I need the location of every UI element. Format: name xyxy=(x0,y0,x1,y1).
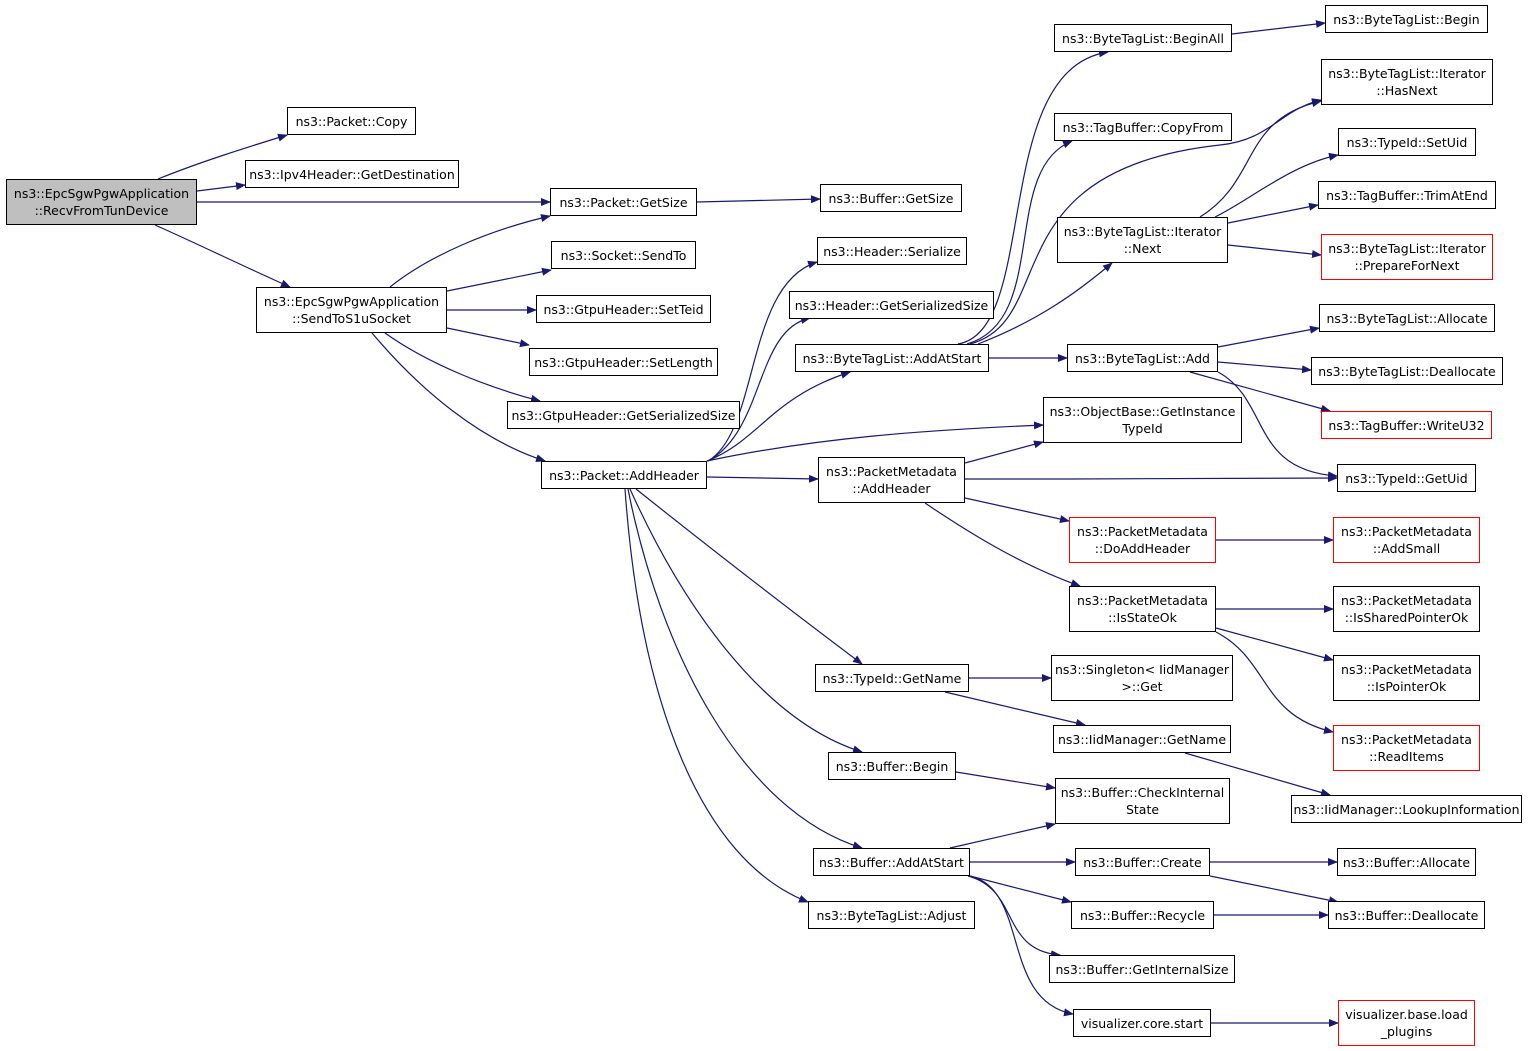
edge-btladdatstart-to-beginall xyxy=(957,49,1109,345)
node-bytetaglist-add[interactable]: ns3::ByteTagList::Add xyxy=(1067,344,1218,372)
node-typeid-getuid[interactable]: ns3::TypeId::GetUid xyxy=(1337,464,1476,492)
edge-addheader-to-tidgetname xyxy=(635,488,863,665)
node-bytetaglist-allocate[interactable]: ns3::ByteTagList::Allocate xyxy=(1319,304,1495,332)
node-buffer-getinternalsize[interactable]: ns3::Buffer::GetInternalSize xyxy=(1049,955,1235,983)
edge-pmaddheader-to-stateok xyxy=(924,502,1081,587)
edge-baddatstart-to-viscore xyxy=(969,875,1074,1017)
node-bytetaglist-deallocate[interactable]: ns3::ByteTagList::Deallocate xyxy=(1311,357,1503,385)
node-objectbase-getinstancetypeid[interactable]: ns3::ObjectBase::GetInstance TypeId xyxy=(1043,397,1242,443)
node-buffer-deallocate[interactable]: ns3::Buffer::Deallocate xyxy=(1328,901,1485,929)
node-gtpuheader-setteid[interactable]: ns3::GtpuHeader::SetTeid xyxy=(536,295,711,323)
node-typeid-getname[interactable]: ns3::TypeId::GetName xyxy=(815,664,969,692)
node-send-to-s1u-socket[interactable]: ns3::EpcSgwPgwApplication ::SendToS1uSoc… xyxy=(256,287,447,333)
edge-stateok-to-pointerok xyxy=(1215,627,1334,662)
node-packetmetadata-issharedpointerok[interactable]: ns3::PacketMetadata ::IsSharedPointerOk xyxy=(1333,586,1480,632)
node-socket-sendto[interactable]: ns3::Socket::SendTo xyxy=(551,241,696,269)
edge-addheader-to-objgetinst xyxy=(706,421,1044,462)
edge-btladd-to-allocate xyxy=(1217,325,1320,348)
node-buffer-allocate[interactable]: ns3::Buffer::Allocate xyxy=(1337,848,1476,876)
edge-pmaddheader-to-getuid xyxy=(964,474,1338,483)
edge-btladdatstart-to-hasnext xyxy=(969,98,1322,345)
node-packetmetadata-isstateok[interactable]: ns3::PacketMetadata ::IsStateOk xyxy=(1069,586,1216,632)
edge-sends1u-to-socket-sendto xyxy=(446,267,552,292)
node-bytetaglist-iterator-next[interactable]: ns3::ByteTagList::Iterator ::Next xyxy=(1057,217,1228,263)
edge-tidgetname-to-iidgetname xyxy=(944,691,1086,727)
node-buffer-getsize[interactable]: ns3::Buffer::GetSize xyxy=(820,184,962,212)
edge-itnext-to-trimatend xyxy=(1227,202,1319,224)
edge-bcreate-to-bdealloc xyxy=(1209,875,1339,905)
edge-bbegin-to-bcheck xyxy=(955,771,1056,791)
edge-packet-getsize-to-buffer-getsize xyxy=(696,195,821,204)
edge-sends1u-to-addheader xyxy=(371,332,546,463)
node-visualizer-base-load-plugins[interactable]: visualizer.base.load _plugins xyxy=(1338,1000,1475,1046)
node-gtpuheader-getserializedsize[interactable]: ns3::GtpuHeader::GetSerializedSize xyxy=(507,401,740,429)
edge-root-to-sendtos1u xyxy=(154,224,291,288)
node-packetmetadata-readitems[interactable]: ns3::PacketMetadata ::ReadItems xyxy=(1333,725,1480,771)
edge-baddatstart-to-bcheck xyxy=(949,822,1056,849)
edge-btladdatstart-to-itnext xyxy=(977,262,1113,345)
node-bytetaglist-iterator-preparefornext[interactable]: ns3::ByteTagList::Iterator ::PrepareForN… xyxy=(1321,234,1493,280)
node-iidmanager-lookupinformation[interactable]: ns3::IidManager::LookupInformation xyxy=(1291,795,1522,823)
edge-baddatstart-to-brecycle xyxy=(969,875,1072,904)
node-bytetaglist-beginall[interactable]: ns3::ByteTagList::BeginAll xyxy=(1054,24,1232,52)
node-typeid-setuid[interactable]: ns3::TypeId::SetUid xyxy=(1338,128,1476,156)
edge-baddatstart-to-bgetint xyxy=(967,875,1061,959)
edge-beginall-to-btlbegin xyxy=(1231,20,1326,35)
node-bytetaglist-begin[interactable]: ns3::ByteTagList::Begin xyxy=(1325,5,1488,33)
edge-btladd-to-getuid xyxy=(1217,371,1338,480)
node-packet-copy[interactable]: ns3::Packet::Copy xyxy=(287,107,416,135)
node-buffer-create[interactable]: ns3::Buffer::Create xyxy=(1075,848,1210,876)
edge-btladdatstart-to-copyfrom xyxy=(966,140,1073,345)
node-buffer-checkinternalstate[interactable]: ns3::Buffer::CheckInternal State xyxy=(1055,778,1230,824)
node-iidmanager-getname[interactable]: ns3::IidManager::GetName xyxy=(1053,725,1231,753)
node-bytetaglist-addatstart[interactable]: ns3::ByteTagList::AddAtStart xyxy=(795,344,989,372)
edge-sends1u-to-gtpuser xyxy=(384,332,541,403)
node-packet-getsize[interactable]: ns3::Packet::GetSize xyxy=(550,188,697,216)
edge-addheader-to-btladjust xyxy=(624,488,809,903)
edge-stateok-to-readitems xyxy=(1215,631,1334,734)
edge-addheader-to-btladdatstart xyxy=(706,370,851,462)
node-buffer-begin[interactable]: ns3::Buffer::Begin xyxy=(828,752,956,780)
edge-sends1u-to-packet-getsize xyxy=(389,214,551,288)
node-header-serialize[interactable]: ns3::Header::Serialize xyxy=(817,237,967,265)
edge-addheader-to-bbegin xyxy=(629,488,863,754)
node-gtpuheader-setlength[interactable]: ns3::GtpuHeader::SetLength xyxy=(529,348,718,376)
node-packetmetadata-doaddheader[interactable]: ns3::PacketMetadata ::DoAddHeader xyxy=(1069,517,1216,563)
edge-root-to-ipv4 xyxy=(196,182,246,192)
node-buffer-addatstart[interactable]: ns3::Buffer::AddAtStart xyxy=(813,848,970,876)
edge-pmaddheader-to-doadd xyxy=(964,497,1070,523)
edge-itnext-to-hasnext xyxy=(1199,99,1322,218)
node-packet-addheader[interactable]: ns3::Packet::AddHeader xyxy=(541,461,707,489)
edge-addheader-to-baddatstart xyxy=(627,488,863,850)
node-header-getserializedsize[interactable]: ns3::Header::GetSerializedSize xyxy=(789,291,994,319)
node-packetmetadata-addsmall[interactable]: ns3::PacketMetadata ::AddSmall xyxy=(1333,517,1480,563)
node-bytetaglist-iterator-hasnext[interactable]: ns3::ByteTagList::Iterator ::HasNext xyxy=(1321,59,1493,105)
edge-itnext-to-setuid xyxy=(1214,152,1339,218)
edge-addheader-to-hgetser xyxy=(707,316,811,462)
node-ipv4header-getdestination[interactable]: ns3::Ipv4Header::GetDestination xyxy=(245,160,459,188)
edge-addheader-to-pmaddheader xyxy=(706,474,819,483)
node-tagbuffer-trimatend[interactable]: ns3::TagBuffer::TrimAtEnd xyxy=(1318,181,1496,209)
edge-btladd-to-deallocate xyxy=(1217,361,1312,374)
node-visualizer-core-start[interactable]: visualizer.core.start xyxy=(1073,1009,1211,1037)
edge-sends1u-to-setlength xyxy=(446,327,530,348)
edge-itnext-to-preparefornext xyxy=(1227,244,1322,259)
node-singleton-iidmanager-get[interactable]: ns3::Singleton< IidManager >::Get xyxy=(1051,655,1233,701)
edge-root-to-packet-copy xyxy=(157,133,288,180)
node-recv-from-tun-device: ns3::EpcSgwPgwApplication ::RecvFromTunD… xyxy=(6,179,197,225)
node-tagbuffer-copyfrom[interactable]: ns3::TagBuffer::CopyFrom xyxy=(1054,113,1232,141)
edge-iidgetname-to-lookup xyxy=(1184,752,1331,797)
node-packetmetadata-addheader[interactable]: ns3::PacketMetadata ::AddHeader xyxy=(818,457,965,503)
node-tagbuffer-writeu32[interactable]: ns3::TagBuffer::WriteU32 xyxy=(1321,411,1492,439)
node-buffer-recycle[interactable]: ns3::Buffer::Recycle xyxy=(1071,901,1214,929)
edge-pmaddheader-to-objgetinst xyxy=(964,440,1044,464)
node-bytetaglist-adjust[interactable]: ns3::ByteTagList::Adjust xyxy=(808,901,975,929)
node-packetmetadata-ispointerok[interactable]: ns3::PacketMetadata ::IsPointerOk xyxy=(1333,655,1480,701)
edge-btladd-to-writeu32 xyxy=(1189,371,1331,413)
edge-addheader-to-hserialize xyxy=(707,260,818,462)
